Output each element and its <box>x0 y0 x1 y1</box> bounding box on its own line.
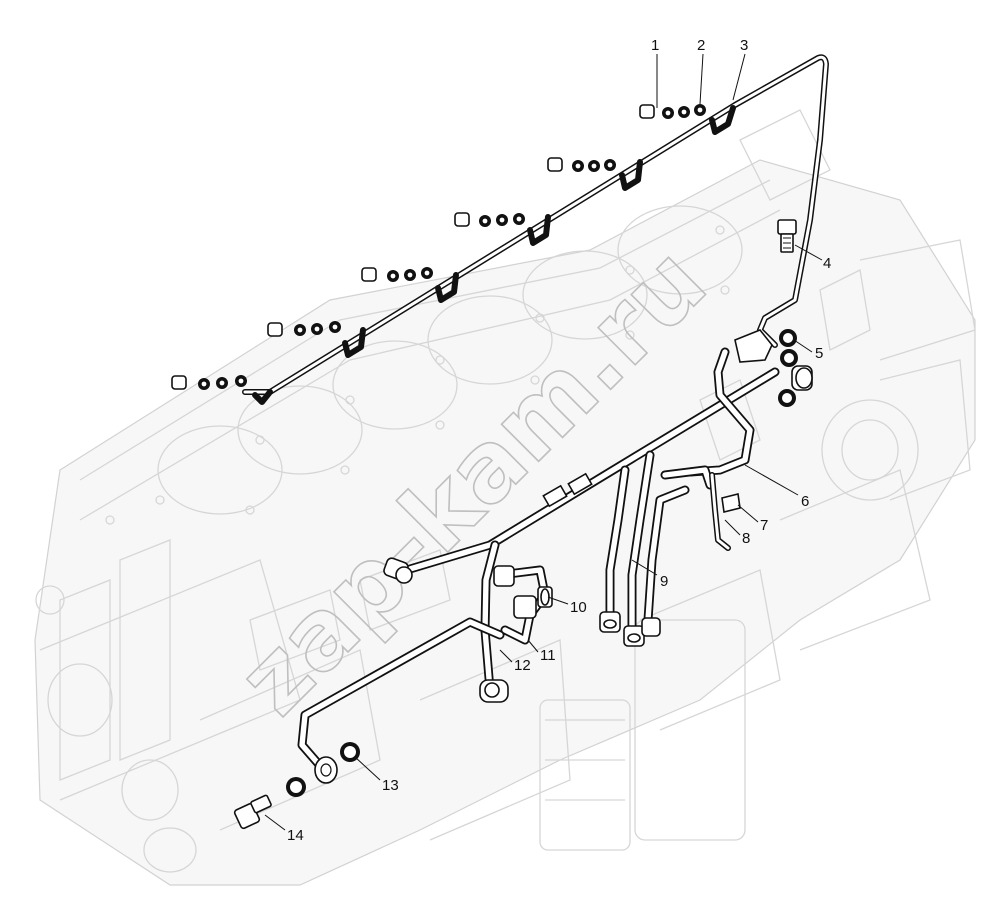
fuel-line-12 <box>479 540 509 703</box>
drain-line <box>297 617 505 784</box>
callout-12: 12 <box>514 657 531 674</box>
callout-6: 6 <box>801 493 809 510</box>
callout-labels: 1 2 3 4 5 6 7 8 9 10 11 12 13 14 <box>287 37 831 844</box>
banjo-bolt-14 <box>233 794 272 830</box>
fuel-line-9 <box>599 450 715 647</box>
callout-2: 2 <box>697 37 705 54</box>
banjo-bolt-4 <box>777 219 797 253</box>
callout-13: 13 <box>382 777 399 794</box>
injector-fitting-group-3 <box>454 212 525 227</box>
injector-fitting-group-1 <box>639 104 706 119</box>
injector-fitting-group-2 <box>547 157 616 172</box>
callout-4: 4 <box>823 255 831 272</box>
callout-1: 1 <box>651 37 659 54</box>
clamp-7 <box>721 493 741 513</box>
fuel-line-11 <box>493 565 553 645</box>
callout-3: 3 <box>740 37 748 54</box>
callout-14: 14 <box>287 827 304 844</box>
callout-5: 5 <box>815 345 823 362</box>
fuel-supply-line-6 <box>383 347 780 584</box>
callout-10: 10 <box>570 599 587 616</box>
banjo-fitting-5 <box>734 329 813 407</box>
callout-9: 9 <box>660 573 668 590</box>
injector-fitting-group-6 <box>171 375 247 390</box>
injector-fitting-group-4 <box>361 267 433 282</box>
callout-7: 7 <box>760 517 768 534</box>
callout-8: 8 <box>742 530 750 547</box>
injector-fitting-group-5 <box>267 321 341 337</box>
hose-8 <box>709 472 731 551</box>
leader-lines <box>264 53 823 831</box>
callout-11: 11 <box>540 647 556 664</box>
return-fuel-line <box>242 54 829 405</box>
